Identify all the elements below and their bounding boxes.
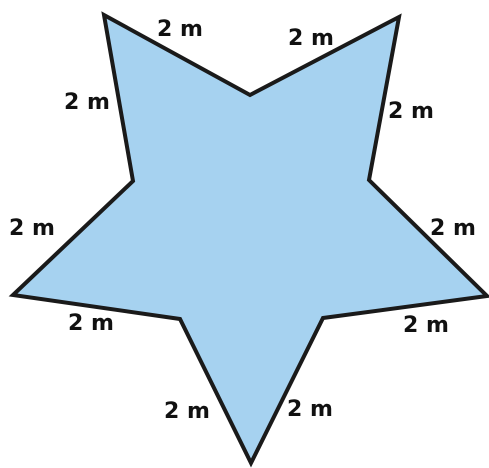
side-label-left-middle: 2 m: [9, 216, 55, 241]
side-label-bottom-right-upper: 2 m: [403, 313, 449, 338]
side-label-bottom-left-upper: 2 m: [68, 311, 114, 336]
side-label-bottom-right-lower: 2 m: [287, 397, 333, 422]
side-label-right-middle: 2 m: [430, 216, 476, 241]
side-label-top-left-upper: 2 m: [157, 17, 203, 42]
side-label-bottom-left-lower: 2 m: [164, 399, 210, 424]
star-shape: [8, 11, 489, 468]
side-label-left-upper: 2 m: [64, 90, 110, 115]
side-label-right-upper: 2 m: [388, 99, 434, 124]
side-label-top-right-upper: 2 m: [288, 26, 334, 51]
